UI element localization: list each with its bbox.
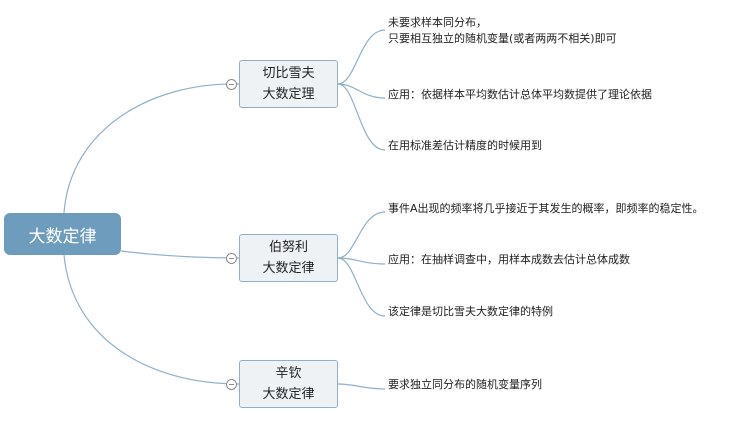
leaf-text-line: 事件A出现的频率将几乎接近于其发生的概率，即频率的稳定性。	[388, 202, 704, 215]
connector-b1-leaf-2	[337, 83, 386, 99]
leaf-text-line: 未要求样本同分布，	[388, 16, 487, 29]
leaf-text-line: 在用标准差估计精度的时候用到	[388, 139, 542, 152]
branch-bernoulli[interactable]: 伯努利 大数定律	[239, 234, 338, 282]
connector-root-branch-3	[63, 254, 240, 385]
leaf-chebyshev-condition[interactable]: 未要求样本同分布， 只要相互独立的随机变量(或者两两不相关)即可	[388, 15, 617, 47]
collapse-toggle-branch-2[interactable]	[226, 253, 237, 264]
connector-root-branch-2	[120, 250, 240, 259]
branch-title-line-2: 大数定律	[262, 387, 315, 402]
central-topic-label: 大数定律	[28, 226, 97, 247]
connector-b2-leaf-2	[337, 257, 386, 265]
branch-title-line-1: 切比雪夫	[262, 66, 315, 81]
leaf-text-line: 该定律是切比雪夫大数定律的特例	[388, 305, 553, 318]
branch-title-line-2: 大数定理	[262, 87, 315, 102]
leaf-khinchin-condition[interactable]: 要求独立同分布的随机变量序列	[388, 377, 542, 393]
connector-root-branch-1	[63, 83, 240, 214]
collapse-toggle-branch-1[interactable]	[226, 79, 237, 90]
leaf-text-line: 应用：在抽样调查中，用样本成数去估计总体成数	[388, 253, 630, 266]
connector-b1-leaf-1	[337, 29, 386, 85]
collapse-toggle-branch-3[interactable]	[226, 379, 237, 390]
leaf-chebyshev-usage[interactable]: 在用标准差估计精度的时候用到	[388, 138, 542, 154]
branch-title-line-1: 伯努利	[268, 240, 308, 255]
connector-b2-leaf-1	[337, 211, 386, 259]
leaf-text-line: 只要相互独立的随机变量(或者两两不相关)即可	[388, 32, 617, 45]
leaf-bernoulli-application[interactable]: 应用：在抽样调查中，用样本成数去估计总体成数	[388, 252, 630, 268]
leaf-text-line: 要求独立同分布的随机变量序列	[388, 378, 542, 391]
leaf-bernoulli-statement[interactable]: 事件A出现的频率将几乎接近于其发生的概率，即频率的稳定性。	[388, 201, 704, 217]
branch-title-line-1: 辛钦	[275, 366, 302, 381]
connector-b2-leaf-3	[337, 257, 386, 317]
connector-b3-leaf-1	[337, 383, 386, 390]
branch-title-line-2: 大数定律	[262, 261, 315, 276]
central-topic[interactable]: 大数定律	[4, 213, 121, 255]
leaf-chebyshev-application[interactable]: 应用：依据样本平均数估计总体平均数提供了理论依据	[388, 87, 652, 103]
branch-khinchin[interactable]: 辛钦 大数定律	[239, 360, 338, 408]
connector-b1-leaf-3	[337, 83, 386, 151]
leaf-text-line: 应用：依据样本平均数估计总体平均数提供了理论依据	[388, 88, 652, 101]
leaf-bernoulli-special-case[interactable]: 该定律是切比雪夫大数定律的特例	[388, 304, 553, 320]
branch-chebyshev[interactable]: 切比雪夫 大数定理	[239, 60, 338, 108]
